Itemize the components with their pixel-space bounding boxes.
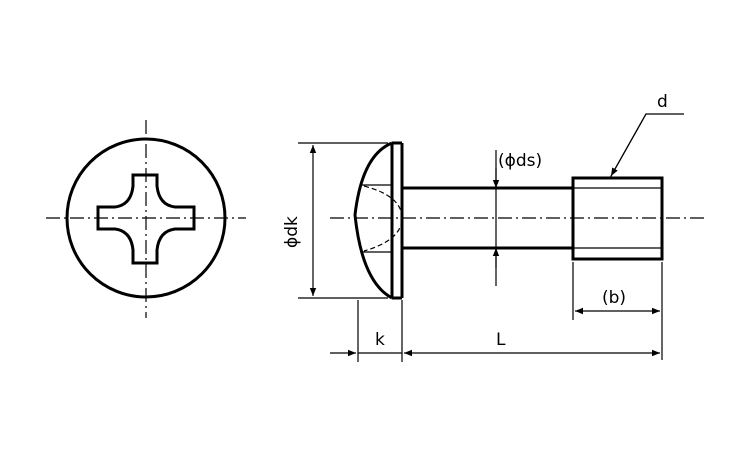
label-k: k	[375, 330, 385, 350]
recess-hidden-line	[363, 185, 403, 252]
label-dk: ϕdk	[282, 216, 302, 248]
thread-outline	[571, 176, 664, 261]
labels: d (ϕds) ϕdk (b) k L	[282, 92, 668, 350]
dimensions	[298, 113, 684, 362]
label-d: d	[657, 92, 668, 112]
d-leader-arrow	[610, 113, 647, 177]
screw-side-view	[330, 141, 705, 300]
label-L: L	[496, 330, 506, 350]
head-outline	[353, 141, 393, 300]
label-b: (b)	[602, 288, 626, 308]
phillips-recess	[96, 173, 196, 265]
head-top-view	[46, 120, 246, 318]
label-ds: (ϕds)	[498, 151, 542, 171]
d-leader-line	[609, 113, 684, 179]
head-outline-circle	[65, 137, 227, 299]
